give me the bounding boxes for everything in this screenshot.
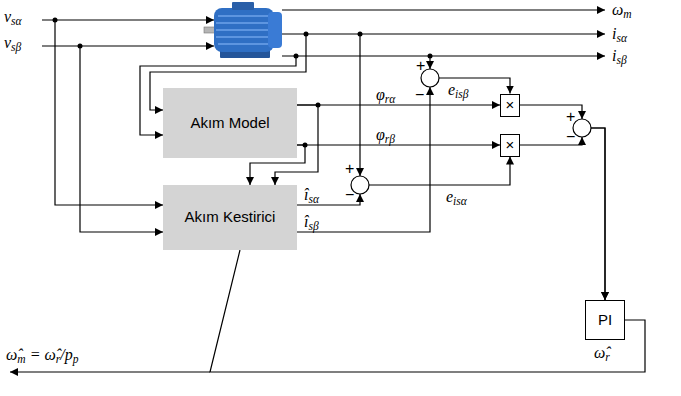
signal-connector [297, 144, 500, 145]
signal-name: φrα [376, 86, 395, 106]
motor-fin [216, 36, 272, 38]
signal-wire [282, 33, 605, 34]
junction-dot [78, 44, 83, 49]
summing-junction [573, 119, 591, 137]
signal-wire [282, 55, 605, 56]
sum-sign: − [566, 128, 575, 146]
error-signal-name: eisβ [448, 81, 469, 101]
block-label: Akım Model [190, 115, 269, 132]
signal-connector [520, 105, 605, 300]
equation-label: ω̂m = ω̂r/pp [6, 346, 78, 366]
motor-end-cap [268, 12, 282, 48]
junction-dot [428, 54, 433, 59]
signal-wire [55, 20, 163, 205]
signal-name: isα [612, 25, 627, 45]
motor-fin [216, 22, 272, 24]
signal-connector [297, 78, 510, 232]
signal-name: vsα [4, 8, 22, 28]
sum-sign: − [415, 86, 424, 104]
pi-controller: PI [585, 300, 625, 340]
motor-fin [216, 29, 272, 31]
signal-name: îsβ [304, 213, 319, 233]
block-label: × [506, 137, 515, 154]
signal-wire [282, 9, 605, 10]
signal-name: isβ [612, 47, 627, 67]
signal-connector [520, 128, 605, 300]
block-label: × [506, 97, 515, 114]
signal-connector [297, 104, 500, 105]
junction-dot [294, 54, 299, 59]
signal-name: îsα [304, 186, 319, 206]
signal-wire [42, 45, 214, 46]
signal-wire [42, 19, 214, 20]
current-estimator-block: Akım Kestirici [163, 185, 297, 250]
sum-sign: + [345, 160, 354, 178]
sum-sign: + [566, 108, 575, 126]
sum-sign: + [416, 57, 425, 75]
current-model-block: Akım Model [163, 88, 297, 158]
motor-body [214, 8, 274, 52]
motor-fin [218, 15, 270, 17]
sum-sign: − [345, 186, 354, 204]
signal-name: vsβ [4, 34, 21, 54]
motor-fin [218, 43, 270, 45]
signal-wire [10, 371, 210, 372]
motor-terminal-box [232, 2, 254, 10]
signal-name: φrβ [376, 126, 395, 146]
block-label: Akım Kestirici [185, 209, 276, 226]
error-signal-name: eisα [446, 188, 467, 208]
junction-dot [53, 18, 58, 23]
junction-dot [304, 32, 309, 37]
junction-dot [358, 32, 363, 37]
signal-name: ωm [612, 1, 632, 21]
signal-connector [297, 157, 510, 206]
motor-illustration [204, 2, 282, 58]
block-label: PI [598, 312, 612, 329]
multiplier-block: × [500, 94, 520, 117]
signal-connector [210, 250, 645, 372]
signal-name: ω̂r [594, 344, 610, 364]
multiplier-block: × [500, 134, 520, 157]
